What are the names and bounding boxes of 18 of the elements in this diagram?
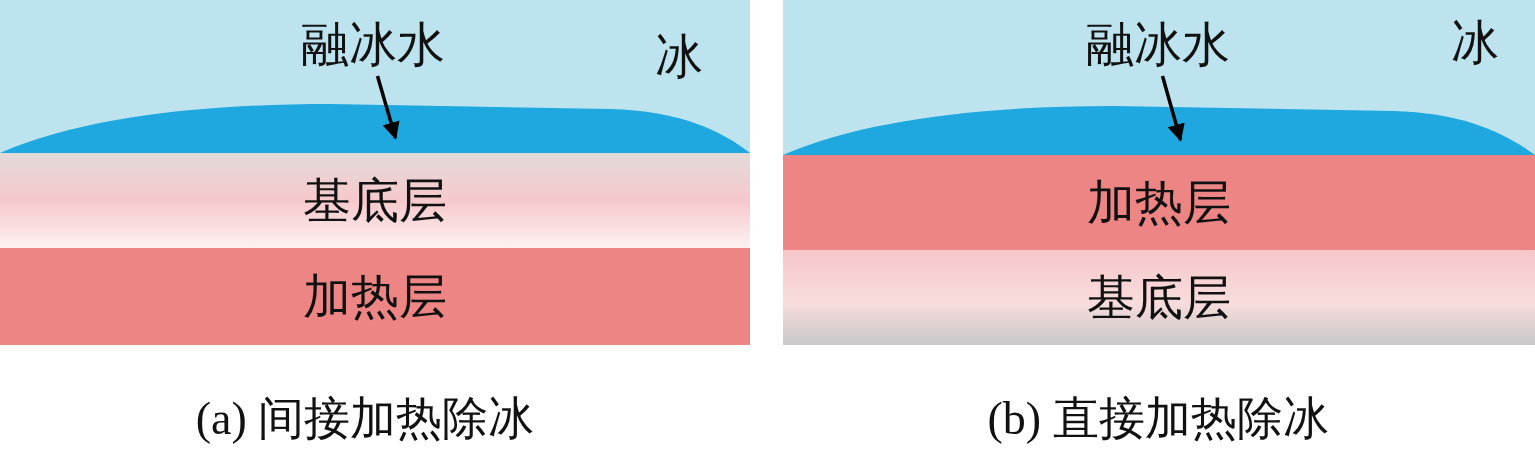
layer-band	[783, 250, 1535, 345]
layer-label: 加热层	[1087, 176, 1231, 229]
caption: (b) 直接加热除冰	[987, 392, 1329, 446]
layer-band	[783, 155, 1535, 250]
layer-label: 基底层	[1087, 271, 1231, 324]
caption: (a) 间接加热除冰	[195, 392, 535, 446]
layer-label: 加热层	[303, 270, 447, 323]
layer-label: 基底层	[303, 174, 447, 227]
ice-layer	[783, 0, 1535, 155]
layer-band	[0, 248, 750, 345]
arrow	[375, 75, 400, 140]
layer-band	[0, 153, 750, 248]
layer-label: 冰	[655, 30, 703, 83]
layer-label: 冰	[1451, 16, 1499, 69]
callout-label: 融冰水	[300, 17, 445, 71]
callout-label: 融冰水	[1085, 17, 1230, 71]
ice-layer	[0, 0, 750, 153]
arrow	[1160, 75, 1185, 142]
